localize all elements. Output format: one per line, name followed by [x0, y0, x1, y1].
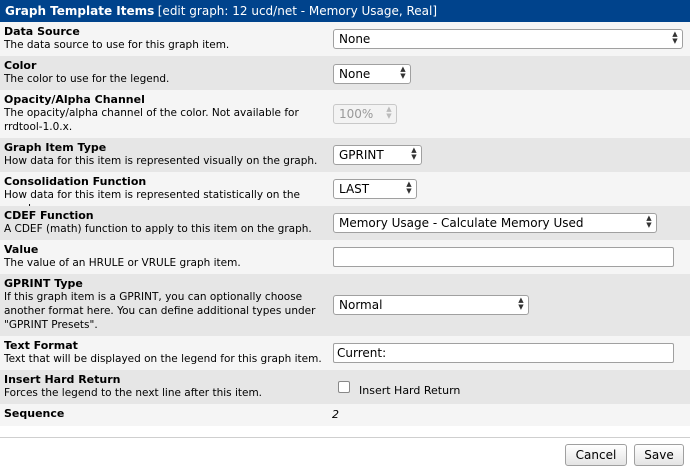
- opacity-select: 100% ▲▼: [333, 104, 397, 124]
- value-description: The value of an HRULE or VRULE graph ite…: [4, 257, 241, 269]
- select-arrows-icon: ▲▼: [400, 65, 406, 80]
- cdef-function-label: CDEF Function: [4, 209, 94, 222]
- cancel-button[interactable]: Cancel: [565, 444, 627, 466]
- value-input[interactable]: [333, 247, 674, 267]
- row-graph-item-type: Graph Item Type How data for this item i…: [0, 138, 690, 172]
- page-subtitle: [edit graph: 12 ucd/net - Memory Usage, …: [157, 4, 438, 18]
- color-description: The color to use for the legend.: [4, 73, 170, 85]
- sequence-label: Sequence: [4, 407, 65, 420]
- title-bar: Graph Template Items [edit graph: 12 ucd…: [0, 0, 690, 22]
- row-color: Color The color to use for the legend. N…: [0, 56, 690, 90]
- hard-return-checkbox[interactable]: [338, 381, 350, 393]
- select-arrows-icon: ▲▼: [411, 146, 417, 161]
- row-value: Value The value of an HRULE or VRULE gra…: [0, 240, 690, 274]
- data-source-value: None: [339, 32, 371, 46]
- color-value: None: [339, 67, 371, 81]
- save-button[interactable]: Save: [634, 444, 684, 466]
- opacity-description-line1: The opacity/alpha channel of the color. …: [4, 107, 299, 119]
- row-consolidation-function: Consolidation Function How data for this…: [0, 172, 690, 215]
- opacity-label: Opacity/Alpha Channel: [4, 93, 145, 106]
- hard-return-label: Insert Hard Return: [4, 373, 121, 386]
- consolidation-function-value: LAST: [339, 182, 370, 196]
- footer-bar: Cancel Save: [0, 437, 690, 468]
- select-arrows-icon: ▲▼: [386, 105, 392, 120]
- color-select[interactable]: None ▲▼: [333, 64, 411, 84]
- cdef-function-description: A CDEF (math) function to apply to this …: [4, 223, 312, 235]
- row-gprint-type: GPRINT Type If this graph item is a GPRI…: [0, 274, 690, 336]
- row-cdef-function: CDEF Function A CDEF (math) function to …: [0, 206, 690, 240]
- hard-return-checkbox-label: Insert Hard Return: [359, 384, 461, 397]
- text-format-label: Text Format: [4, 339, 78, 352]
- gprint-type-select[interactable]: Normal ▲▼: [333, 295, 529, 315]
- select-arrows-icon: ▲▼: [672, 30, 678, 45]
- row-data-source: Data Source The data source to use for t…: [0, 22, 690, 56]
- graph-item-type-description: How data for this item is represented vi…: [4, 155, 318, 167]
- row-opacity: Opacity/Alpha Channel The opacity/alpha …: [0, 90, 690, 138]
- color-label: Color: [4, 59, 37, 72]
- row-hard-return: Insert Hard Return Forces the legend to …: [0, 370, 690, 404]
- gprint-type-description-line2: another format here. You can define addi…: [4, 305, 316, 317]
- graph-item-type-value: GPRINT: [339, 148, 384, 162]
- gprint-type-description-line3: "GPRINT Presets".: [4, 319, 98, 331]
- gprint-type-value: Normal: [339, 298, 383, 312]
- page-title: Graph Template Items: [5, 4, 155, 18]
- gprint-type-description-line1: If this graph item is a GPRINT, you can …: [4, 291, 303, 303]
- opacity-value: 100%: [339, 107, 374, 121]
- graph-item-type-select[interactable]: GPRINT ▲▼: [333, 145, 422, 165]
- sequence-value: 2: [332, 408, 339, 421]
- hard-return-description: Forces the legend to the next line after…: [4, 387, 263, 399]
- gprint-type-label: GPRINT Type: [4, 277, 83, 290]
- select-arrows-icon: ▲▼: [406, 180, 412, 195]
- data-source-label: Data Source: [4, 25, 80, 38]
- cdef-function-select[interactable]: Memory Usage - Calculate Memory Used ▲▼: [333, 213, 657, 233]
- select-arrows-icon: ▲▼: [646, 214, 652, 229]
- select-arrows-icon: ▲▼: [518, 296, 524, 311]
- cdef-function-value: Memory Usage - Calculate Memory Used: [339, 216, 584, 230]
- opacity-description-line2: rrdtool-1.0.x.: [4, 121, 73, 133]
- graph-item-type-label: Graph Item Type: [4, 141, 107, 154]
- data-source-select[interactable]: None ▲▼: [333, 29, 683, 49]
- row-sequence: Sequence 2: [0, 404, 690, 426]
- row-text-format: Text Format Text that will be displayed …: [0, 336, 690, 370]
- value-label: Value: [4, 243, 39, 256]
- text-format-description: Text that will be displayed on the legen…: [4, 353, 322, 365]
- text-format-input[interactable]: Current:: [333, 343, 674, 363]
- consolidation-function-label: Consolidation Function: [4, 175, 147, 188]
- data-source-description: The data source to use for this graph it…: [4, 39, 230, 51]
- consolidation-function-select[interactable]: LAST ▲▼: [333, 179, 417, 199]
